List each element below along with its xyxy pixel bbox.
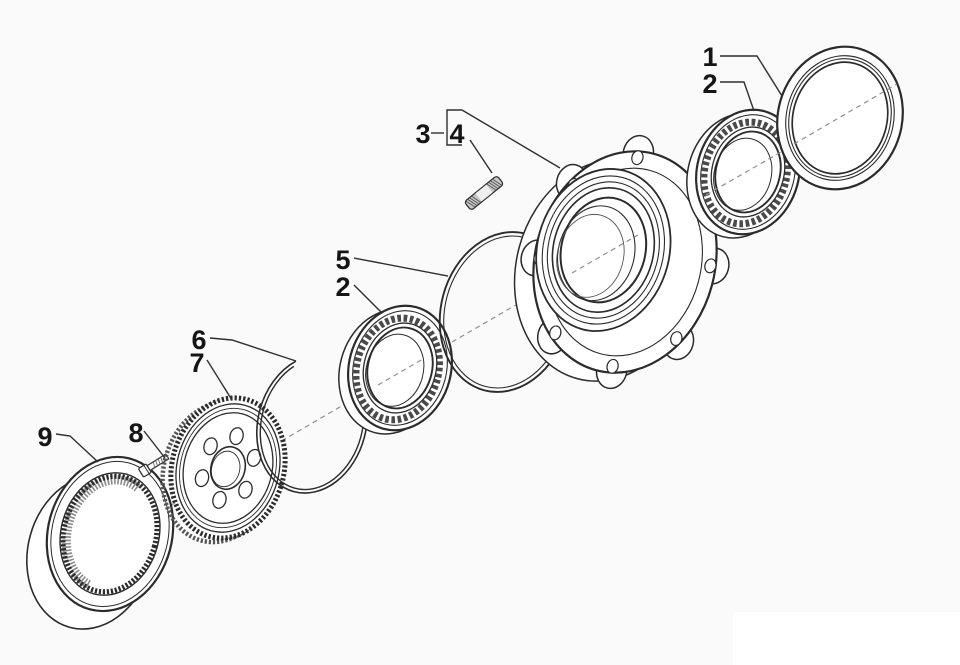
leader-9: [55, 433, 99, 463]
callout-4: 4: [449, 119, 464, 149]
snap-ring: [255, 354, 369, 494]
bolt-head: [138, 463, 152, 478]
callout-9: 9: [37, 422, 52, 452]
seal-ring: [776, 45, 904, 191]
callout-1: 1: [702, 42, 717, 72]
leader-2-inboard: [353, 284, 382, 313]
assembly-centerline-bores: [377, 83, 898, 386]
callout-6: 6: [191, 325, 206, 355]
gear-teeth-serration: [60, 473, 160, 595]
callout-5: 5: [335, 245, 350, 275]
callout-3-4-bracket: [446, 109, 462, 146]
callout-7: 7: [189, 348, 204, 378]
leader-6: [209, 337, 297, 362]
hub-bore: [535, 168, 672, 332]
wheel-stud: [464, 176, 504, 210]
leader-3-to-hub: [461, 109, 561, 169]
callout-leaders: [55, 55, 783, 463]
tone-wheel-holes: [194, 427, 262, 509]
leader-8: [143, 430, 166, 459]
leader-5: [353, 257, 449, 277]
callout-8: 8: [128, 418, 143, 448]
gear-teeth-flutes: [61, 475, 141, 589]
leader-7: [206, 359, 233, 401]
background-patch: [733, 612, 960, 665]
callout-2-outboard: 2: [702, 69, 717, 99]
tapered-roller-bearing-inboard: [325, 292, 465, 448]
leader-2-outboard: [720, 81, 755, 112]
callout-2-inboard: 2: [335, 272, 350, 302]
leader-1: [720, 55, 783, 97]
callout-3: 3: [415, 119, 430, 149]
internal-ring-gear: [26, 455, 175, 630]
hub-assembly: [513, 134, 730, 390]
leader-4-to-stud: [469, 139, 493, 174]
